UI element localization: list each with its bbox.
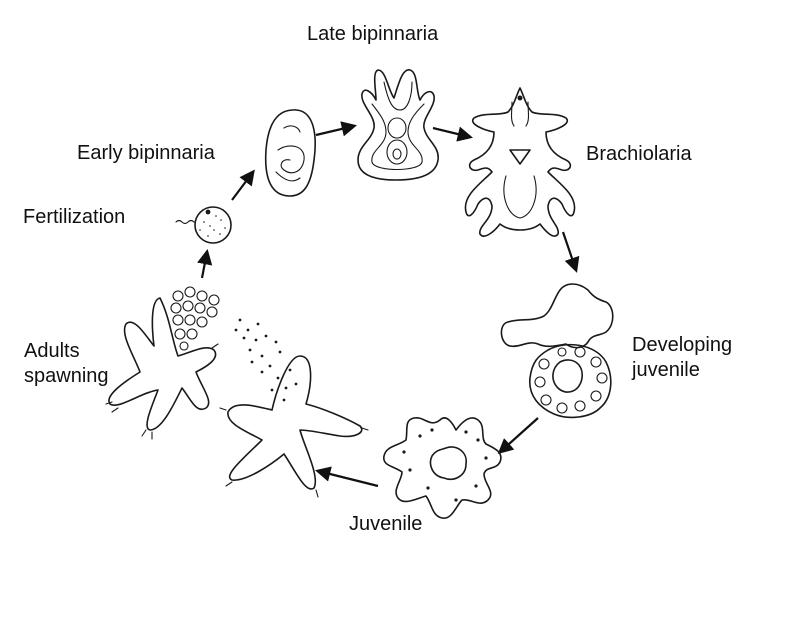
label-developing-juvenile-line-2: juvenile [632, 359, 700, 381]
arrow-fertilization-to-early-bipinnaria [231, 169, 255, 201]
label-adults-spawning-line-1: Adults [24, 340, 80, 362]
label-developing-juvenile: Developing juvenile [632, 333, 732, 383]
label-juvenile: Juvenile [349, 513, 423, 535]
juvenile-illustration [383, 417, 502, 519]
developing-juvenile-illustration [500, 283, 614, 419]
label-adults-spawning: Adults spawning [24, 339, 109, 389]
early-bipinnaria-illustration [264, 109, 316, 197]
arrow-juvenile-to-adults [315, 466, 379, 488]
label-developing-juvenile-line-1: Developing [632, 334, 733, 356]
label-adults-spawning-line-2: spawning [24, 365, 109, 387]
arrow-adults-to-fertilization [197, 248, 213, 279]
arrow-developing-juvenile-to-juvenile [497, 417, 539, 455]
fertilized-egg-illustration [175, 206, 232, 244]
arrow-early-to-late-bipinnaria [315, 121, 357, 137]
label-fertilization: Fertilization [23, 206, 126, 228]
brachiolaria-illustration [464, 87, 576, 237]
arrow-brachiolaria-to-developing-juvenile [561, 231, 580, 273]
arrow-late-bipinnaria-to-brachiolaria [432, 126, 473, 142]
label-late-bipinnaria: Late bipinnaria [307, 23, 439, 45]
adult-sea-stars-illustration [105, 286, 369, 498]
late-bipinnaria-illustration [357, 69, 439, 181]
label-brachiolaria: Brachiolaria [586, 143, 692, 165]
label-early-bipinnaria: Early bipinnaria [77, 142, 215, 164]
